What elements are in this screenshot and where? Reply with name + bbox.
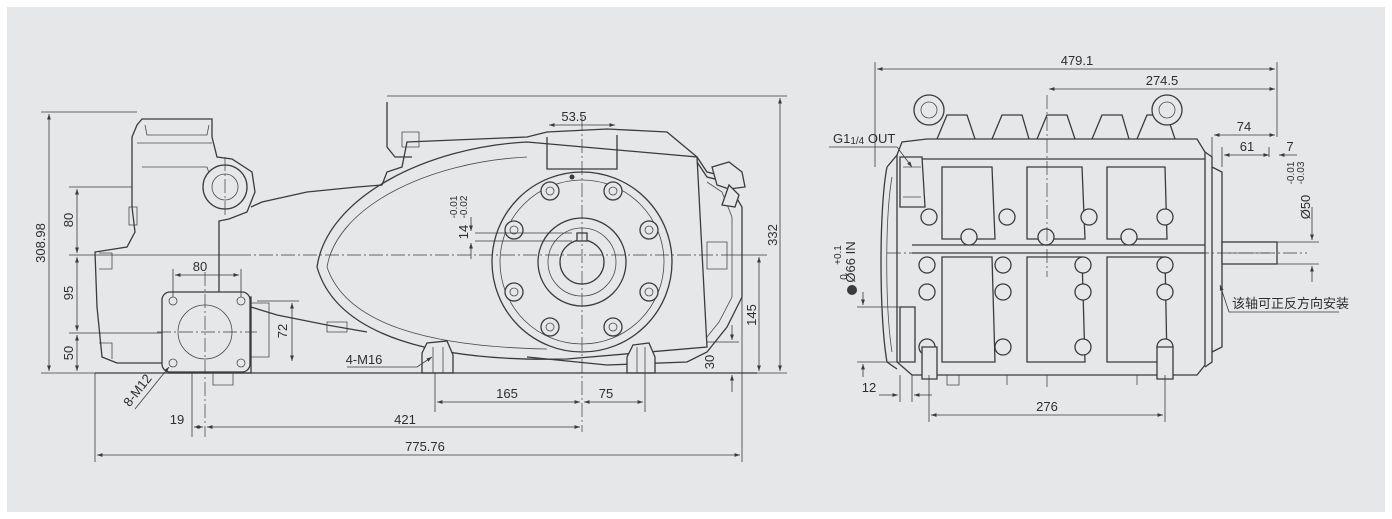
side-view bbox=[880, 94, 1307, 387]
outlet-label-prefix: G1 bbox=[833, 131, 850, 146]
lifting-eye-left bbox=[913, 94, 945, 126]
dim-308-98: 308.98 bbox=[33, 223, 48, 263]
dim-72: 72 bbox=[275, 324, 290, 338]
front-view bbox=[94, 102, 757, 437]
dim-165: 165 bbox=[496, 386, 518, 401]
dim-276: 276 bbox=[1036, 399, 1058, 414]
drawing-sheet: 308.98 80 95 50 80 72 53.5 14 -0.01 -0.0… bbox=[7, 7, 1385, 512]
inlet-label: Ø66 IN bbox=[843, 241, 858, 282]
dim-7: 7 bbox=[1286, 139, 1293, 154]
dim-30: 30 bbox=[702, 355, 717, 369]
dim-phi50-tolerance-top: -0.01 bbox=[1286, 161, 1297, 184]
cover-bolts bbox=[504, 181, 659, 337]
dim-14-tolerance-bottom: -0.02 bbox=[459, 195, 470, 218]
dim-19: 19 bbox=[170, 412, 184, 427]
pump-body bbox=[896, 138, 1206, 376]
dim-61: 61 bbox=[1240, 139, 1254, 154]
plunger-housing bbox=[250, 128, 728, 208]
dim-479-1: 479.1 bbox=[1061, 53, 1094, 68]
side-view-labels: 479.1 274.5 74 61 7 Ø50 -0.01 -0.03 该轴可正… bbox=[833, 53, 1349, 414]
dim-phi50-tolerance-bottom: -0.03 bbox=[1296, 161, 1307, 184]
side-view-dimensions bbox=[829, 62, 1339, 422]
lifting-eye-right bbox=[1151, 94, 1183, 126]
outlet-label-size: 1/4 bbox=[850, 136, 864, 147]
dim-80-horizontal: 80 bbox=[193, 259, 207, 274]
crankcase-ellipse bbox=[316, 141, 708, 360]
dim-332: 332 bbox=[765, 224, 780, 246]
dim-14-tolerance-top: -0.01 bbox=[449, 195, 460, 218]
front-view-dimensions bbox=[41, 95, 787, 462]
dim-95: 95 bbox=[61, 286, 76, 300]
dim-phi50: Ø50 bbox=[1298, 195, 1313, 220]
technical-drawing: 308.98 80 95 50 80 72 53.5 14 -0.01 -0.0… bbox=[33, 53, 1349, 462]
dim-775-76: 775.76 bbox=[405, 439, 445, 454]
inlet-tolerance-bottom: 0 bbox=[839, 274, 850, 280]
outlet-port bbox=[899, 156, 926, 208]
dim-74: 74 bbox=[1237, 119, 1251, 134]
foot-left bbox=[421, 340, 454, 374]
dim-53-5: 53.5 bbox=[561, 109, 586, 124]
dim-274-5: 274.5 bbox=[1146, 73, 1179, 88]
dim-145: 145 bbox=[744, 304, 759, 326]
dim-8-m12: 8-M12 bbox=[120, 371, 155, 409]
dim-421: 421 bbox=[394, 412, 416, 427]
foot-right bbox=[626, 342, 656, 374]
inlet-label-suffix: IN bbox=[843, 241, 858, 258]
outlet-label-suffix: OUT bbox=[864, 131, 895, 146]
inlet-tolerance-top: +0.1 bbox=[833, 245, 844, 265]
shaft-note: 该轴可正反方向安装 bbox=[1232, 296, 1349, 311]
dim-12: 12 bbox=[862, 380, 876, 395]
dim-75: 75 bbox=[599, 386, 613, 401]
dim-80-vertical: 80 bbox=[61, 213, 76, 227]
inlet-label-prefix: Ø66 bbox=[843, 258, 858, 283]
dim-50: 50 bbox=[61, 346, 76, 360]
outlet-label: G11/4 OUT bbox=[833, 131, 895, 147]
dim-14: 14 bbox=[456, 225, 471, 239]
dim-4-m16: 4-M16 bbox=[346, 352, 383, 367]
